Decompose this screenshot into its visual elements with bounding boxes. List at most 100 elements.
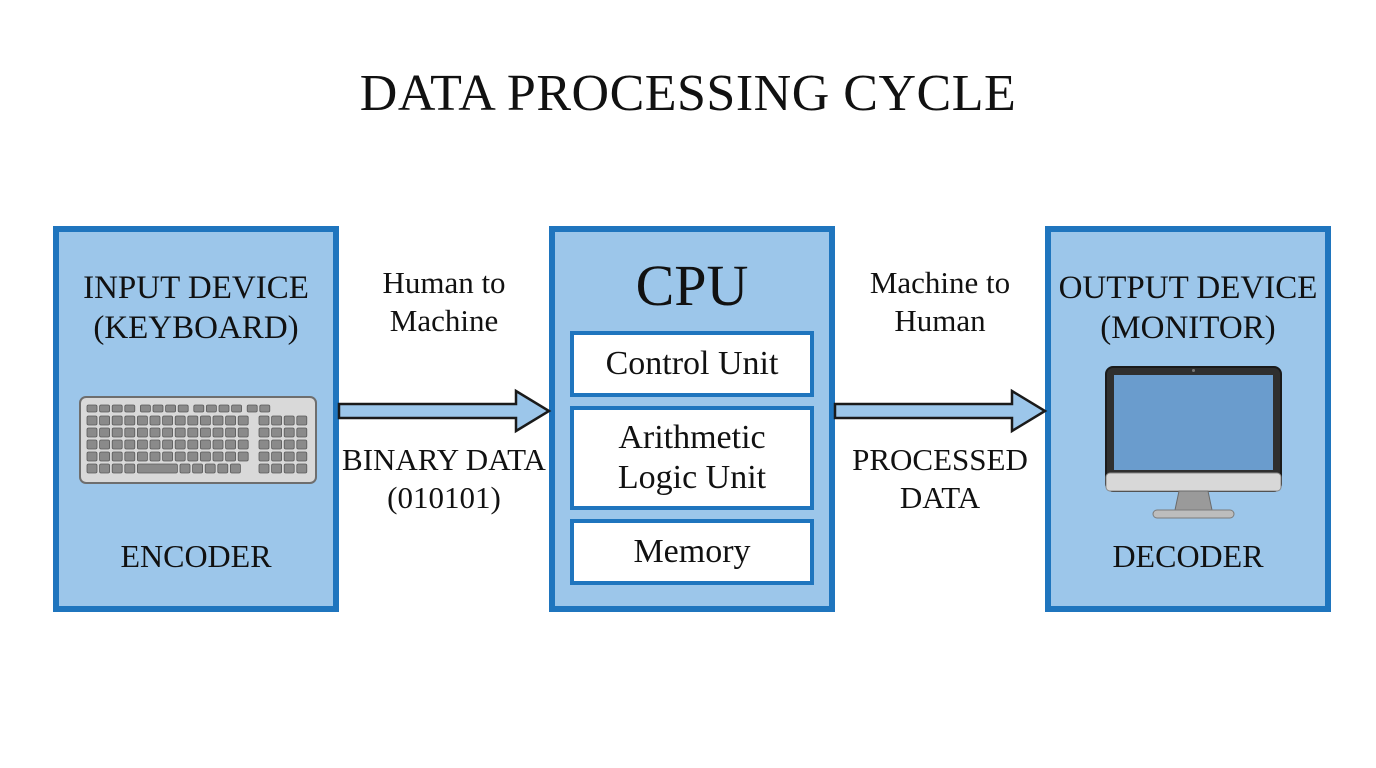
arrow-cpu-to-output <box>833 388 1048 434</box>
keyboard-key <box>246 404 258 413</box>
decoder-label: DECODER <box>1112 538 1264 574</box>
keyboard-key <box>149 427 161 438</box>
keyboard-key <box>258 415 270 426</box>
keyboard-key <box>192 463 204 474</box>
keyboard-key <box>271 463 283 474</box>
processed-data-label: PROCESSED DATA <box>835 441 1045 517</box>
keyboard-key <box>174 415 186 426</box>
keyboard-key <box>237 451 249 462</box>
output-device-label: OUTPUT DEVICE <box>1058 270 1318 306</box>
keyboard-key <box>99 463 110 474</box>
keyboard-key <box>296 439 308 450</box>
input-device-type: (KEYBOARD) <box>93 310 299 346</box>
keyboard-key <box>140 404 151 413</box>
keyboard-key <box>137 427 148 438</box>
cpu-title: CPU <box>635 253 749 318</box>
keyboard-key <box>258 439 270 450</box>
arrow-right-top-line2: Human <box>894 303 986 338</box>
human-to-machine-label: Human to Machine <box>339 264 549 340</box>
keyboard-key <box>237 439 249 450</box>
keyboard-key <box>86 451 98 462</box>
keyboard-key <box>187 451 199 462</box>
keyboard-key <box>177 404 189 413</box>
keyboard-key <box>86 463 98 474</box>
memory-box: Memory <box>570 519 814 585</box>
keyboard-key <box>165 404 176 413</box>
keyboard-key <box>99 451 110 462</box>
keyboard-key <box>162 427 173 438</box>
keyboard-key <box>258 463 270 474</box>
keyboard-key <box>231 404 243 413</box>
keyboard-key <box>199 439 211 450</box>
keyboard-key <box>99 439 110 450</box>
keyboard-key <box>212 415 224 426</box>
keyboard-key <box>149 439 161 450</box>
monitor-icon <box>1105 366 1282 519</box>
keyboard-key <box>296 451 308 462</box>
keyboard-key <box>237 415 249 426</box>
keyboard-key <box>162 439 173 450</box>
keyboard-key <box>283 439 295 450</box>
keyboard-key <box>225 439 237 450</box>
keyboard-key <box>86 415 98 426</box>
keyboard-key <box>137 439 148 450</box>
keyboard-key <box>174 451 186 462</box>
keyboard-key <box>149 415 161 426</box>
keyboard-key <box>259 404 271 413</box>
keyboard-key <box>124 439 136 450</box>
input-device-label: INPUT DEVICE <box>83 270 309 306</box>
input-device-box: INPUT DEVICE (KEYBOARD) ENCODER <box>53 226 339 612</box>
arrow-right-top-line1: Machine to <box>869 265 1011 300</box>
keyboard-key <box>162 451 173 462</box>
keyboard-key <box>212 451 224 462</box>
keyboard-key <box>199 427 211 438</box>
alu-label-line1: Arithmetic <box>618 419 766 456</box>
output-device-box: OUTPUT DEVICE (MONITOR) DECODER <box>1045 226 1331 612</box>
arrow-input-to-cpu <box>337 388 552 434</box>
keyboard-key <box>218 404 230 413</box>
keyboard-key <box>204 463 216 474</box>
keyboard-key <box>212 427 224 438</box>
keyboard-key <box>86 439 98 450</box>
keyboard-key <box>283 451 295 462</box>
cpu-box: CPU Control Unit Arithmetic Logic Unit M… <box>549 226 835 612</box>
memory-label: Memory <box>633 533 751 570</box>
keyboard-key <box>179 463 191 474</box>
keyboard-key <box>225 415 237 426</box>
keyboard-key <box>111 415 123 426</box>
keyboard-key <box>86 404 98 413</box>
keyboard-key <box>212 439 224 450</box>
keyboard-key <box>137 415 148 426</box>
keyboard-key <box>162 415 173 426</box>
keyboard-key <box>283 463 295 474</box>
arrow-left-top-line1: Human to <box>382 265 506 300</box>
keyboard-key <box>187 427 199 438</box>
alu-box: Arithmetic Logic Unit <box>570 406 814 510</box>
keyboard-key <box>137 451 148 462</box>
keyboard-key <box>149 451 161 462</box>
keyboard-key <box>174 439 186 450</box>
keyboard-key <box>124 427 136 438</box>
keyboard-key <box>271 451 283 462</box>
output-device-type: (MONITOR) <box>1100 310 1276 346</box>
keyboard-icon <box>79 396 317 484</box>
arrow-left-bottom-line1: BINARY DATA <box>342 442 546 477</box>
arrow-left-top-line2: Machine <box>389 303 499 338</box>
keyboard-key <box>296 415 308 426</box>
control-unit-box: Control Unit <box>570 331 814 397</box>
keyboard-key <box>199 415 211 426</box>
keyboard-key <box>237 427 249 438</box>
control-unit-label: Control Unit <box>605 345 779 382</box>
keyboard-key <box>152 404 164 413</box>
keyboard-key <box>86 427 98 438</box>
keyboard-key <box>271 415 283 426</box>
encoder-label: ENCODER <box>120 538 272 574</box>
keyboard-key <box>229 463 241 474</box>
alu-label-line2: Logic Unit <box>617 459 767 496</box>
keyboard-key <box>111 463 123 474</box>
keyboard-key <box>225 427 237 438</box>
diagram-title: DATA PROCESSING CYCLE <box>359 65 1017 122</box>
keyboard-key <box>258 427 270 438</box>
keyboard-key <box>187 439 199 450</box>
keyboard-key <box>283 415 295 426</box>
